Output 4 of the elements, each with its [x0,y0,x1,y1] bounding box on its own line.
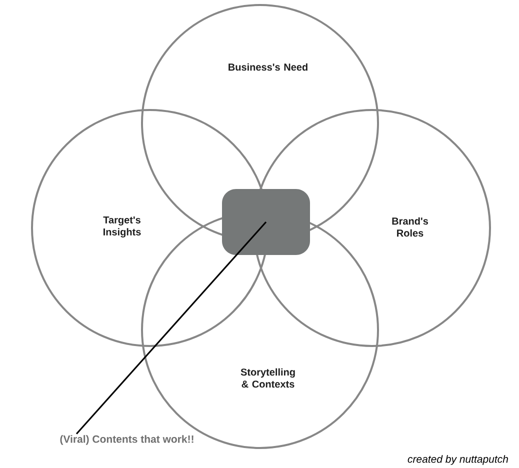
callout-text: (Viral) Contents that work!! [60,435,194,445]
credit-text: created by nuttaputch [408,455,508,465]
overlap-region [222,189,310,255]
leader-line [76,221,267,434]
